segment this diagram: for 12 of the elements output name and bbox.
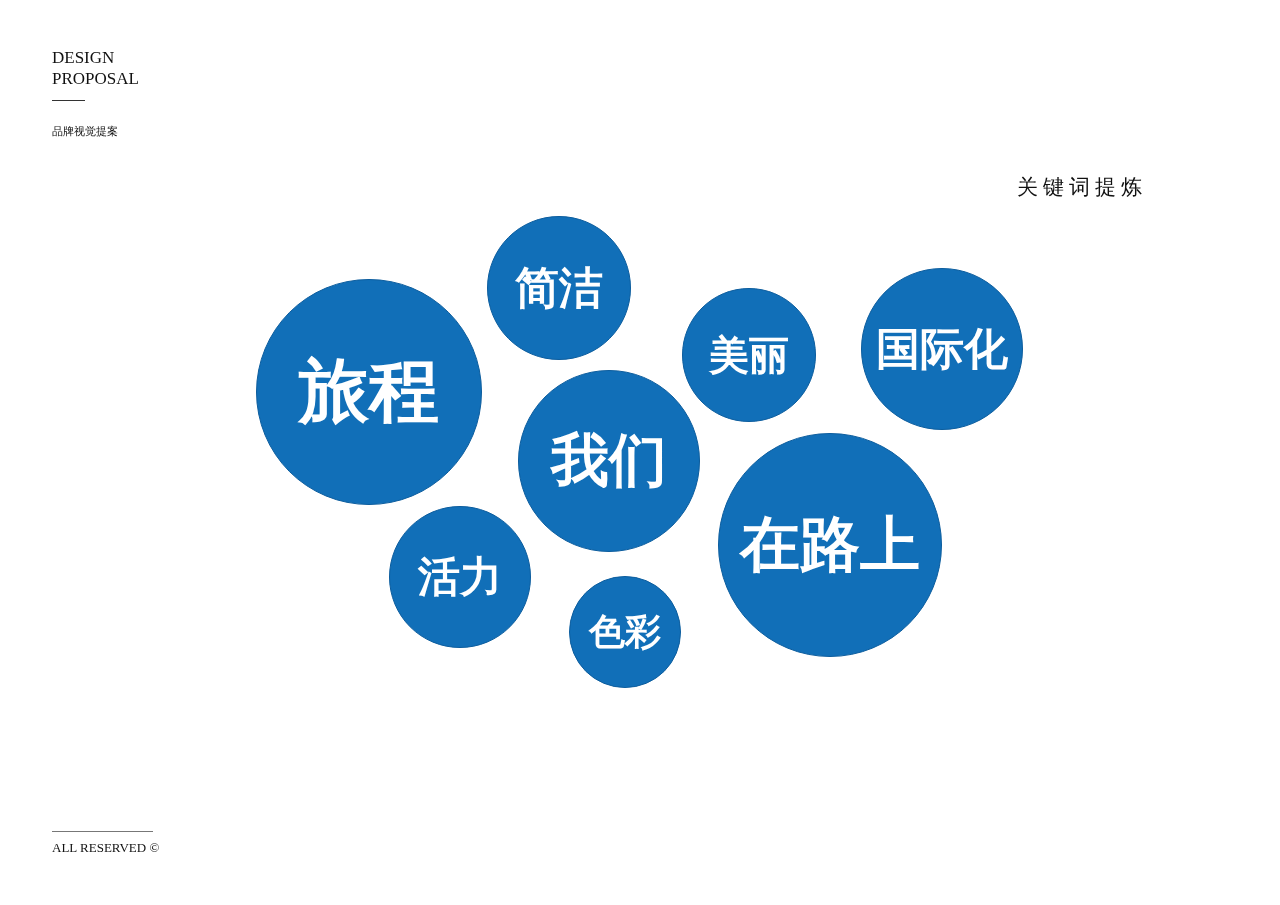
keyword-circle: 简洁 xyxy=(487,216,631,360)
heading-text: DESIGN PROPOSAL xyxy=(52,47,140,89)
page-title: 关键词提炼 xyxy=(1017,174,1147,201)
keyword-circle: 在路上 xyxy=(718,433,942,657)
keyword-circle: 旅程 xyxy=(256,279,482,505)
keyword-circle: 我们 xyxy=(518,370,700,552)
keyword-circle: 美丽 xyxy=(682,288,816,422)
keyword-circle: 色彩 xyxy=(569,576,681,688)
keyword-circle: 国际化 xyxy=(861,268,1023,430)
footer-text: ALL RESERVED © xyxy=(52,840,161,856)
subtitle-text: 品牌视觉提案 xyxy=(52,125,119,139)
keyword-circle: 活力 xyxy=(389,506,531,648)
